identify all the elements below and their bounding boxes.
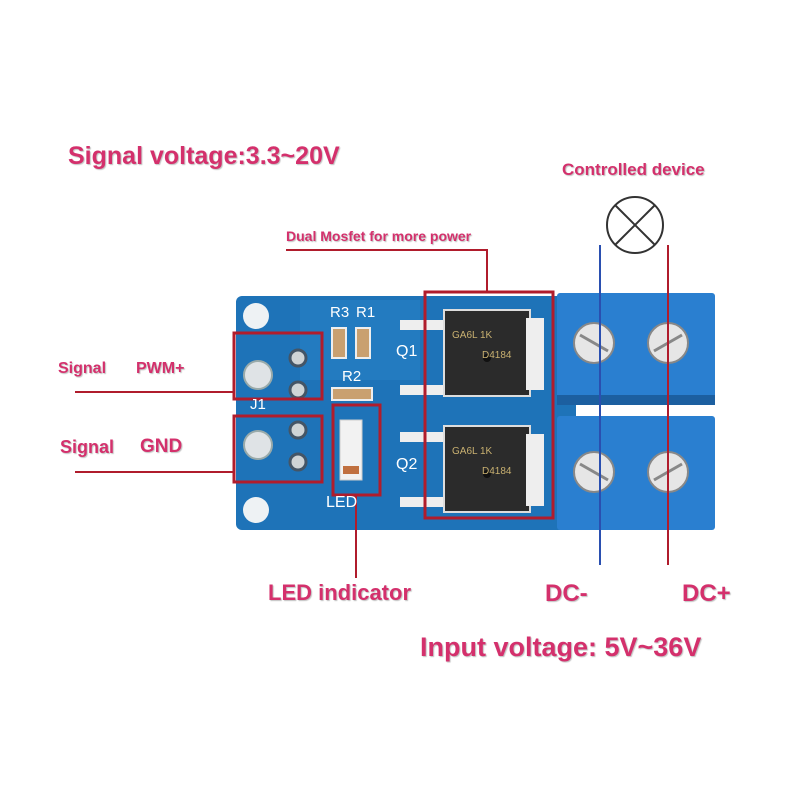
dc-plus-label: DC+	[682, 580, 731, 607]
mosfet-tab	[526, 434, 544, 506]
resistor-r1	[355, 327, 371, 359]
terminal-block-top	[557, 293, 715, 403]
mosfet-dot	[483, 354, 491, 362]
mosfet-q2	[443, 425, 531, 513]
mount-hole	[243, 497, 269, 523]
header-pad	[243, 360, 273, 390]
terminal-gap	[557, 395, 715, 405]
gnd-header-box	[232, 414, 324, 484]
screw-slot	[579, 462, 609, 482]
silk-q2: Q2	[396, 456, 418, 473]
signal-gnd-label: Signal	[60, 437, 115, 457]
mosfet-marking: D4184	[482, 466, 512, 477]
header-pad	[243, 430, 273, 460]
lamp-icon	[606, 196, 664, 254]
dc-minus-label: DC-	[545, 580, 588, 607]
silk-r3: R3	[330, 304, 350, 321]
pwm-header-box	[232, 331, 324, 401]
highlight-boxes	[232, 290, 555, 520]
header-pad	[288, 380, 308, 400]
mosfet-box	[423, 290, 555, 520]
header-pad	[288, 348, 308, 368]
silk-r2: R2	[342, 368, 362, 385]
silk-j1: J1	[250, 396, 266, 413]
signal-voltage-title: Signal voltage:3.3~20V	[68, 142, 340, 170]
led-indicator-label: LED indicator	[268, 580, 412, 605]
input-voltage-label: Input voltage: 5V~36V	[420, 632, 702, 662]
callout-lines	[75, 245, 669, 578]
mosfet-tab	[526, 318, 544, 390]
mosfet-callout-line	[286, 249, 488, 292]
mosfet-leg	[400, 432, 446, 442]
pwm-pin-label: PWM+	[136, 360, 185, 377]
silk-q1: Q1	[396, 343, 418, 360]
mosfet-marking: GA6L 1K	[452, 330, 493, 341]
gnd-pin-label: GND	[140, 436, 183, 457]
mosfet-leg	[400, 385, 446, 395]
controlled-device-label: Controlled device	[562, 160, 705, 179]
terminal-block-bottom	[557, 416, 715, 530]
mount-hole	[243, 303, 269, 329]
silk-r1: R1	[356, 304, 376, 321]
header-pad	[288, 420, 308, 440]
mosfet-label: Dual Mosfet for more power	[286, 228, 472, 244]
mosfet-marking: GA6L 1K	[452, 446, 493, 457]
header-pad	[288, 452, 308, 472]
mosfet-marking: D4184	[482, 350, 512, 361]
mosfet-leg	[400, 320, 446, 330]
mosfet-leg	[400, 497, 446, 507]
led-die	[343, 466, 359, 474]
resistor-r3	[331, 327, 347, 359]
mosfet-dot	[483, 470, 491, 478]
led	[339, 419, 363, 481]
screw-slot	[579, 333, 609, 353]
resistor-r2	[331, 387, 373, 401]
signal-pwm-label: Signal	[58, 360, 107, 377]
silk-led: LED	[326, 494, 358, 511]
